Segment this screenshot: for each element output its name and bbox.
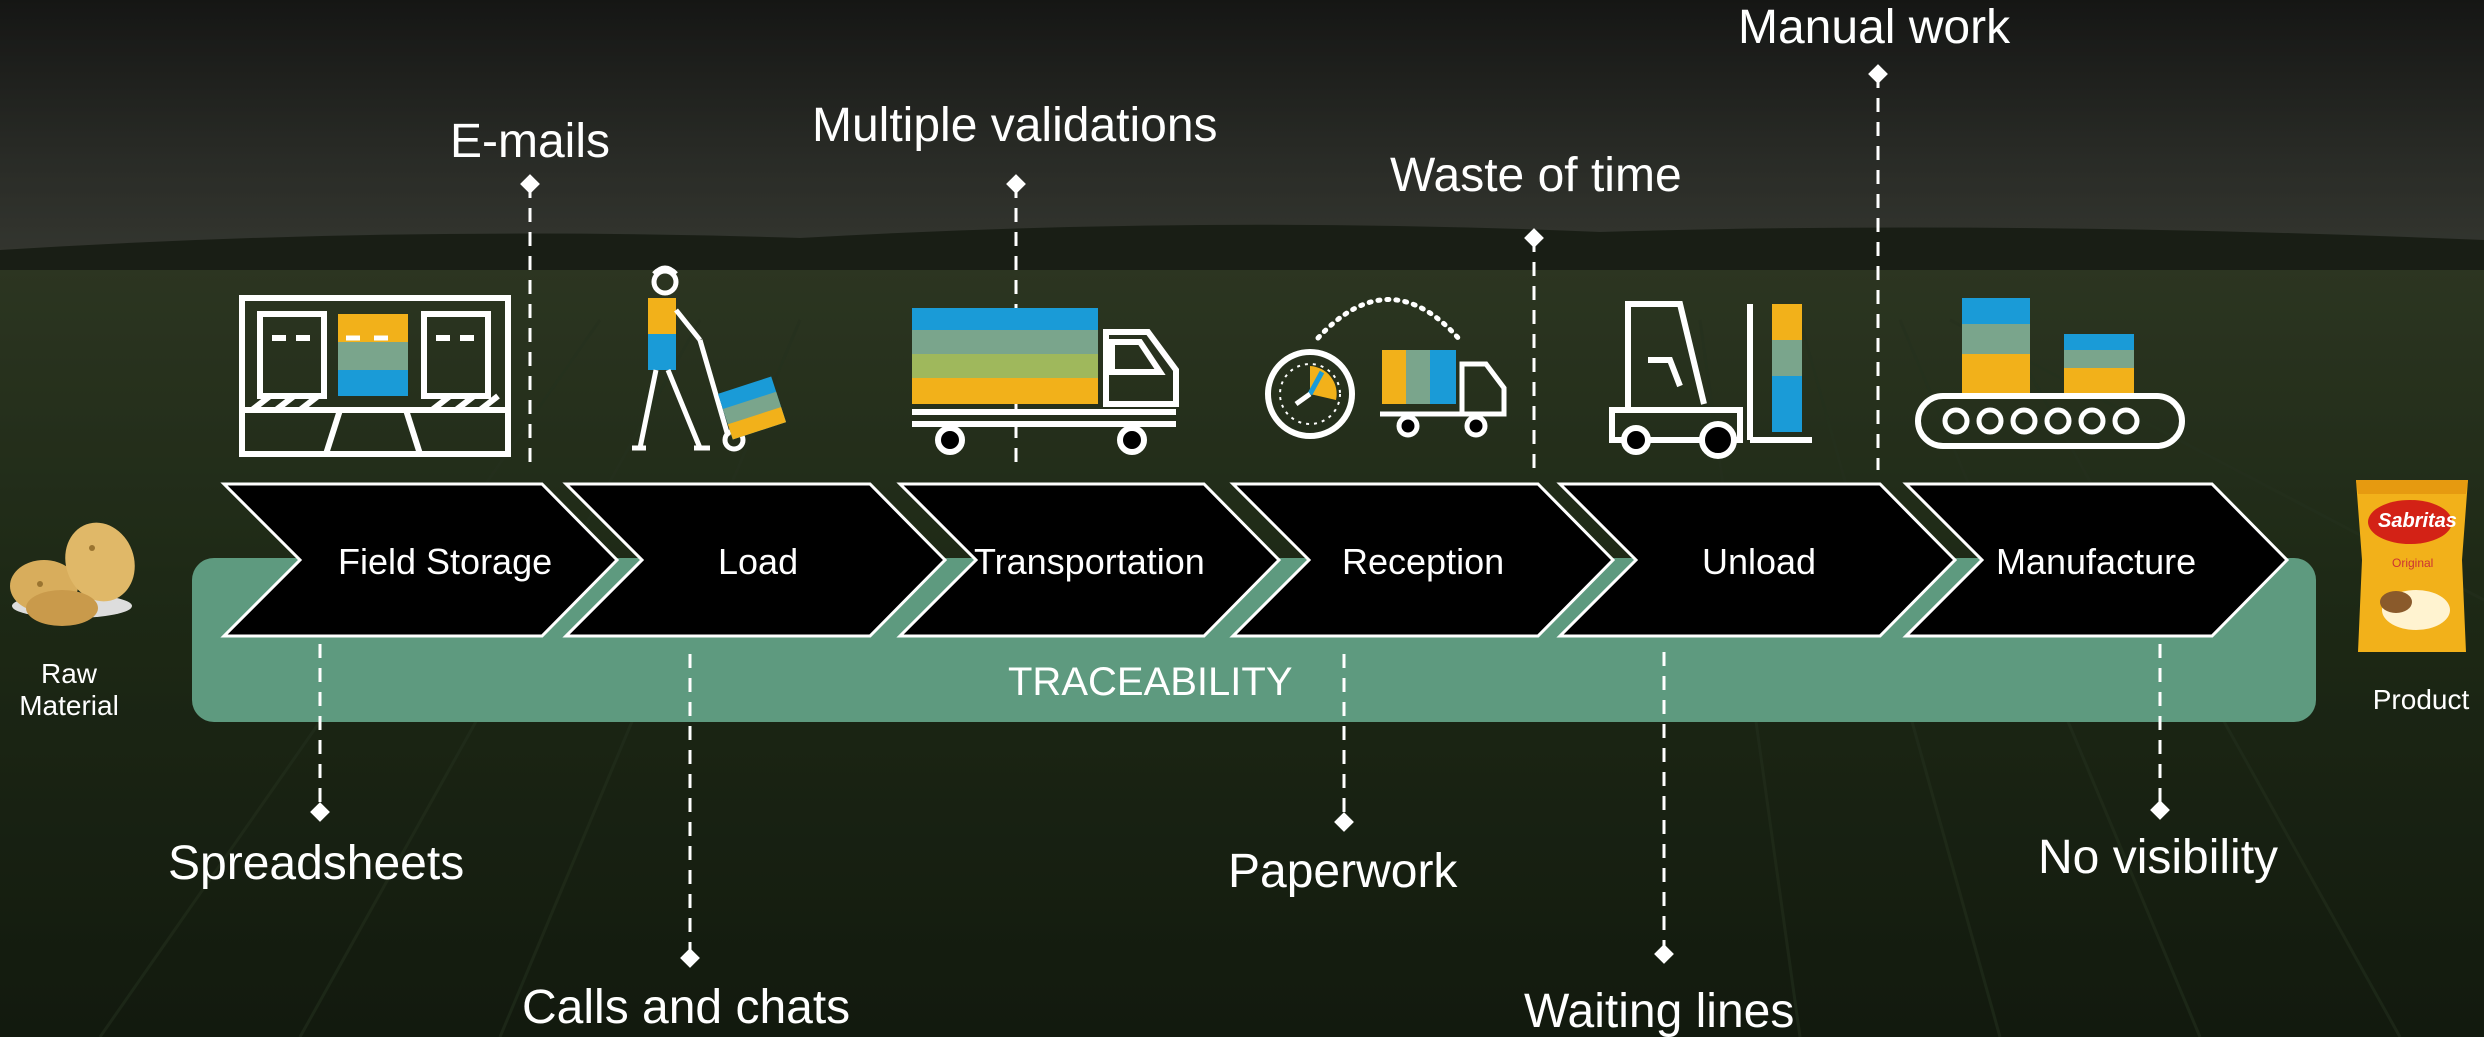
- pain-point-manual-work: Manual work: [1738, 1, 2011, 54]
- truck-icon: [912, 308, 1179, 455]
- pain-point-waiting-lines: Waiting lines: [1524, 985, 1795, 1038]
- connector-dot: [1006, 174, 1026, 194]
- stage-label-manufacture: Manufacture: [1996, 541, 2197, 582]
- raw-material-label: Raw Material: [19, 658, 119, 722]
- stage-label-transportation: Transportation: [974, 541, 1205, 582]
- pain-point-waste-of-time: Waste of time: [1390, 149, 1682, 202]
- connector-dot: [2150, 800, 2170, 820]
- chevron-field-storage: [220, 482, 620, 638]
- stage-label-reception: Reception: [1342, 541, 1505, 582]
- chevron-manufacture: [1902, 482, 2290, 638]
- chevron-load: [562, 482, 948, 638]
- pain-point-emails: E-mails: [450, 115, 611, 168]
- connector-dot: [1654, 944, 1674, 964]
- pain-point-paperwork: Paperwork: [1228, 845, 1458, 898]
- stage-label-field-storage: Field Storage: [338, 541, 553, 582]
- connector-dot: [310, 802, 330, 822]
- chevron-transportation: [896, 482, 1282, 638]
- stopwatch-truck-icon: [1265, 297, 1507, 439]
- warehouse-icon: [239, 295, 511, 457]
- connector-dot: [520, 174, 540, 194]
- connector-dot: [1524, 228, 1544, 248]
- chips-bag-image: [2356, 480, 2468, 652]
- worker-hand-truck-icon: [632, 265, 787, 452]
- stage-label-load: Load: [718, 541, 799, 582]
- connector-dot: [680, 948, 700, 968]
- forklift-icon: [1609, 301, 1812, 459]
- traceability-label: TRACEABILITY: [1008, 660, 1293, 704]
- connector-dot: [1334, 812, 1354, 832]
- pain-point-spreadsheets: Spreadsheets: [168, 837, 465, 890]
- stage-label-unload: Unload: [1702, 541, 1817, 582]
- chevron-unload: [1556, 482, 1958, 638]
- chips-bag-subtitle: Original: [2392, 556, 2434, 570]
- product-label: Product: [2372, 684, 2470, 715]
- pain-point-calls-and-chats: Calls and chats: [522, 981, 851, 1034]
- chevron-reception: [1229, 482, 1616, 638]
- process-chevrons: [220, 482, 2290, 638]
- conveyor-belt-icon: [1915, 298, 2185, 449]
- pain-point-no-visibility: No visibility: [2038, 831, 2279, 884]
- pain-point-multiple-validations: Multiple validations: [812, 99, 1218, 152]
- potatoes-image: [10, 522, 135, 626]
- chips-bag-brand: Sabritas: [2378, 510, 2457, 532]
- connector-dot: [1868, 64, 1888, 84]
